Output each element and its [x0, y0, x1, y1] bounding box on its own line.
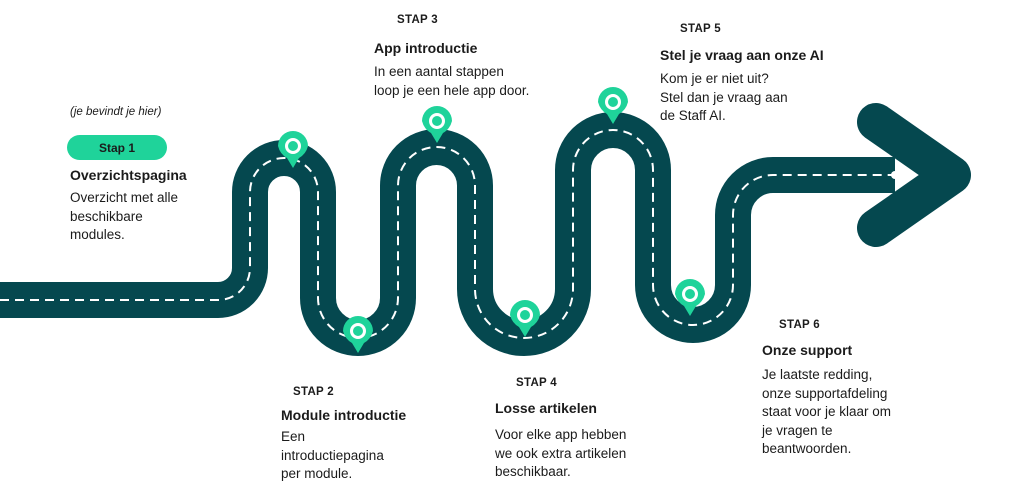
desc-line: modules. — [70, 227, 125, 242]
desc-line: introductiepagina — [281, 447, 384, 463]
step-2-description: Een introductiepagina per module. — [281, 428, 384, 484]
desc-line: je vragen te — [762, 422, 833, 438]
step-5-description: Kom je er niet uit? Stel dan je vraag aa… — [660, 70, 788, 126]
desc-line: staat voor je klaar om — [762, 404, 892, 419]
current-location-hint: (je bevindt je hier) — [70, 106, 162, 118]
map-pin-icon — [343, 316, 373, 353]
step-6-label: STAP 6 — [779, 319, 820, 331]
arrow-head-icon — [857, 103, 971, 247]
road-end-dot — [891, 171, 899, 179]
desc-line: we ook extra artikelen — [495, 445, 627, 461]
map-pin-icon — [675, 279, 705, 316]
step-6-title: Onze support — [762, 342, 853, 358]
step-2-label: STAP 2 — [293, 386, 334, 398]
desc-line: beschikbaar. — [495, 464, 571, 479]
step-3-label: STAP 3 — [397, 14, 438, 26]
desc-line: onze supportafdeling — [762, 385, 888, 401]
step-3-description: In een aantal stappen loop je een hele a… — [374, 63, 529, 100]
desc-line: Kom je er niet uit? — [660, 71, 769, 86]
step-3-title: App introductie — [374, 40, 478, 56]
desc-line: Een — [281, 429, 306, 444]
desc-line: beschikbare — [70, 208, 143, 224]
map-pin-icon — [598, 87, 628, 124]
step-4-label: STAP 4 — [516, 377, 557, 389]
step-2-title: Module introductie — [281, 407, 407, 423]
desc-line: Voor elke app hebben — [495, 427, 627, 442]
desc-line: loop je een hele app door. — [374, 82, 530, 98]
desc-line: de Staff AI. — [660, 108, 726, 123]
map-pin-icon — [278, 131, 308, 168]
desc-line: Overzicht met alle — [70, 190, 179, 205]
step-1-description: Overzicht met alle beschikbare modules. — [70, 189, 178, 245]
step-6-description: Je laatste redding, onze supportafdeling… — [762, 366, 891, 459]
road-path — [0, 112, 895, 356]
desc-line: Stel dan je vraag aan — [660, 89, 788, 105]
map-pin-icon — [510, 300, 540, 337]
desc-line: Je laatste redding, — [762, 367, 873, 382]
map-pin-icon — [422, 106, 452, 143]
desc-line: per module. — [281, 466, 353, 481]
step-5-label: STAP 5 — [680, 23, 721, 35]
desc-line: In een aantal stappen — [374, 64, 504, 79]
step-4-title: Losse artikelen — [495, 400, 597, 416]
step-1-badge: Stap 1 — [67, 135, 167, 160]
step-1-title: Overzichtspagina — [70, 167, 187, 183]
desc-line: beantwoorden. — [762, 441, 852, 456]
step-5-title: Stel je vraag aan onze AI — [660, 47, 824, 63]
step-4-description: Voor elke app hebben we ook extra artike… — [495, 426, 626, 482]
